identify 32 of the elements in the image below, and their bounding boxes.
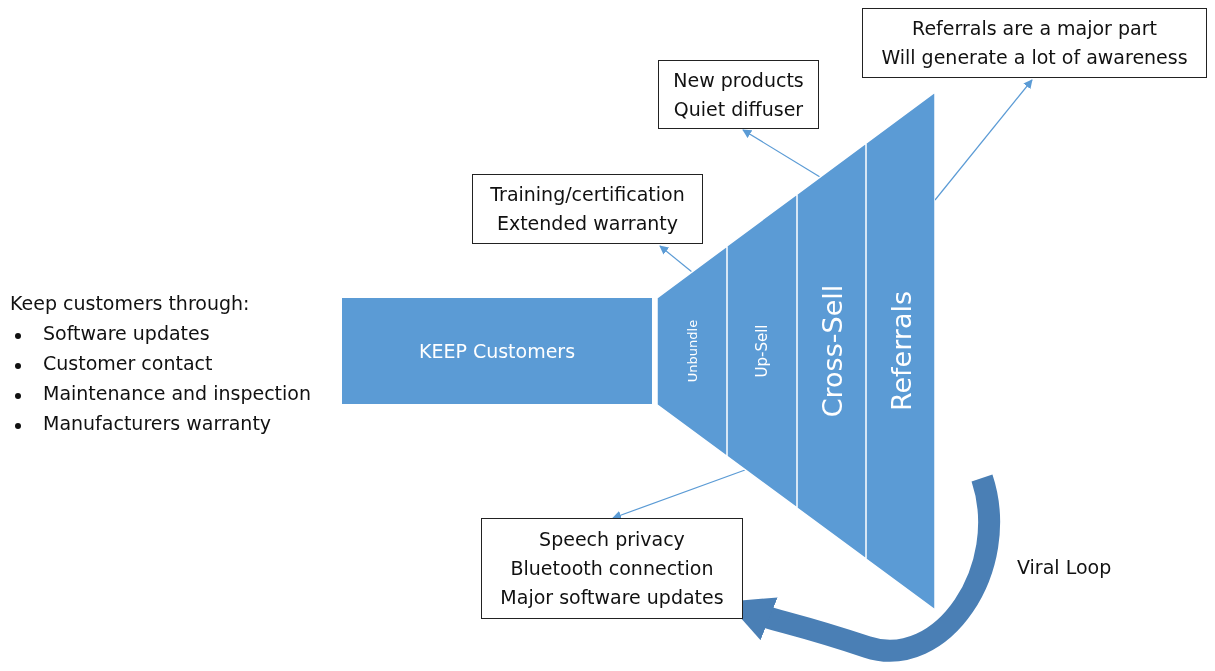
arrow	[659, 245, 693, 273]
arrow	[742, 129, 821, 178]
list-heading: Keep customers through:	[10, 292, 250, 314]
funnel-segment	[866, 92, 935, 610]
callout-text: Speech privacy	[539, 527, 685, 552]
callout-text: Will generate a lot of awareness	[881, 45, 1188, 70]
callout-box	[658, 60, 819, 129]
process-box	[342, 298, 652, 404]
callout-text: Quiet diffuser	[673, 96, 804, 122]
segment-label: Referrals	[885, 290, 916, 412]
edge-label: Viral Loop	[1017, 556, 1112, 578]
funnel-segment	[797, 143, 866, 560]
callout-text: Bluetooth connection	[510, 556, 714, 581]
callout-box	[862, 8, 1207, 78]
segment-label: Up-Sell	[753, 324, 771, 378]
callout-text: Major software updates	[500, 585, 724, 610]
list-item: Customer contact	[43, 352, 213, 374]
funnel-segment	[727, 194, 797, 509]
callout-text: Training/certification	[490, 182, 685, 207]
list-item: Software updates	[43, 322, 210, 344]
box-label: KEEP Customers	[418, 340, 576, 362]
arrow	[612, 469, 746, 520]
callout-box	[472, 174, 703, 244]
callout-box	[481, 518, 743, 619]
callout-text: Referrals are a major part	[912, 16, 1157, 41]
callout-text: New products	[673, 67, 804, 93]
callout-text: Extended warranty	[496, 211, 679, 236]
list-item: Manufacturers warranty	[43, 412, 272, 434]
segment-label: Unbundle	[684, 320, 700, 383]
funnel-segment	[657, 246, 727, 457]
segment-label: Cross-Sell	[816, 284, 847, 418]
list-item: Maintenance and inspection	[43, 382, 311, 404]
